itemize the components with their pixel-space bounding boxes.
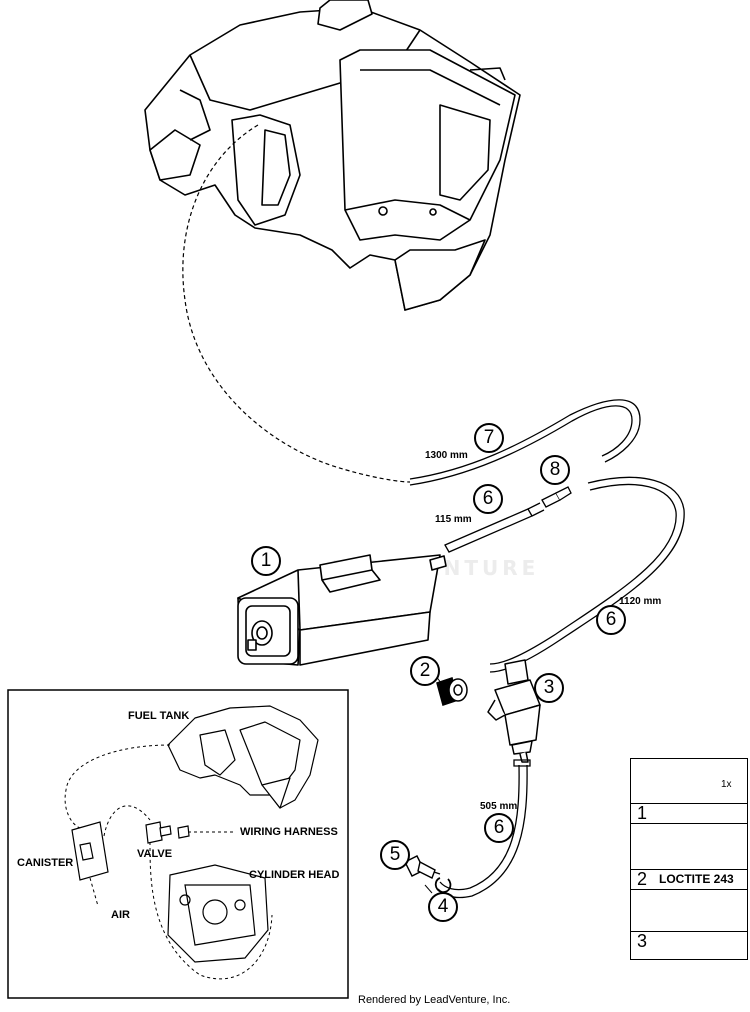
legend-row-5 — [631, 931, 747, 932]
callout-6-short: 6 — [473, 484, 503, 514]
canister-illustration — [237, 554, 447, 666]
legend-row-2 — [631, 823, 747, 824]
footer-credit: Rendered by LeadVenture, Inc. — [358, 994, 511, 1006]
fuel-tank-illustration — [144, 0, 521, 311]
legend-num-3: 3 — [637, 931, 648, 951]
inset-canister — [71, 821, 109, 881]
callout-1: 1 — [251, 546, 281, 576]
length-hose-6-short: 115 mm — [435, 514, 472, 525]
callout-7: 7 — [474, 423, 504, 453]
callout-8: 8 — [540, 455, 570, 485]
legend-row-3 — [631, 869, 747, 870]
label-wiring-harness: WIRING HARNESS — [240, 826, 338, 838]
inset-valve — [145, 821, 190, 844]
label-fuel-tank: FUEL TANK — [128, 710, 190, 722]
inset-cylinder-head — [167, 864, 269, 963]
callout-6-valve: 6 — [484, 813, 514, 843]
part-2-illustration — [436, 677, 468, 706]
hose-6-long — [489, 476, 685, 673]
hose-6-short — [444, 486, 572, 553]
length-hose-6-long: 1120 mm — [619, 596, 662, 607]
legend-num-1: 1 — [637, 803, 648, 823]
label-valve: VALVE — [137, 848, 173, 860]
tank-route-dashed — [182, 124, 411, 483]
callout-2: 2 — [410, 656, 440, 686]
legend-row-4 — [631, 889, 747, 890]
inset-routes — [64, 744, 273, 980]
inset-fuel-tank — [167, 705, 319, 809]
callout-4: 4 — [428, 892, 458, 922]
legend-note-1: 1x — [721, 779, 732, 790]
leader-lines — [424, 675, 442, 894]
label-cylinder-head: CYLINDER HEAD — [249, 869, 340, 881]
callout-6-long: 6 — [596, 605, 626, 635]
legend-note-2: LOCTITE 243 — [659, 872, 734, 886]
label-air: AIR — [111, 909, 130, 921]
hose-7 — [409, 399, 641, 486]
legend-num-2: 2 — [637, 869, 648, 889]
part-5-illustration — [404, 855, 441, 879]
torque-legend: 1 1x 2 LOCTITE 243 3 — [630, 758, 748, 960]
length-hose-7: 1300 mm — [425, 450, 468, 461]
inset-frame — [7, 689, 349, 999]
valve-illustration — [487, 659, 541, 763]
callout-3: 3 — [534, 673, 564, 703]
callout-5: 5 — [380, 840, 410, 870]
legend-row-1 — [631, 803, 747, 804]
label-canister: CANISTER — [17, 857, 74, 869]
length-hose-6-valve: 505 mm — [480, 801, 518, 812]
